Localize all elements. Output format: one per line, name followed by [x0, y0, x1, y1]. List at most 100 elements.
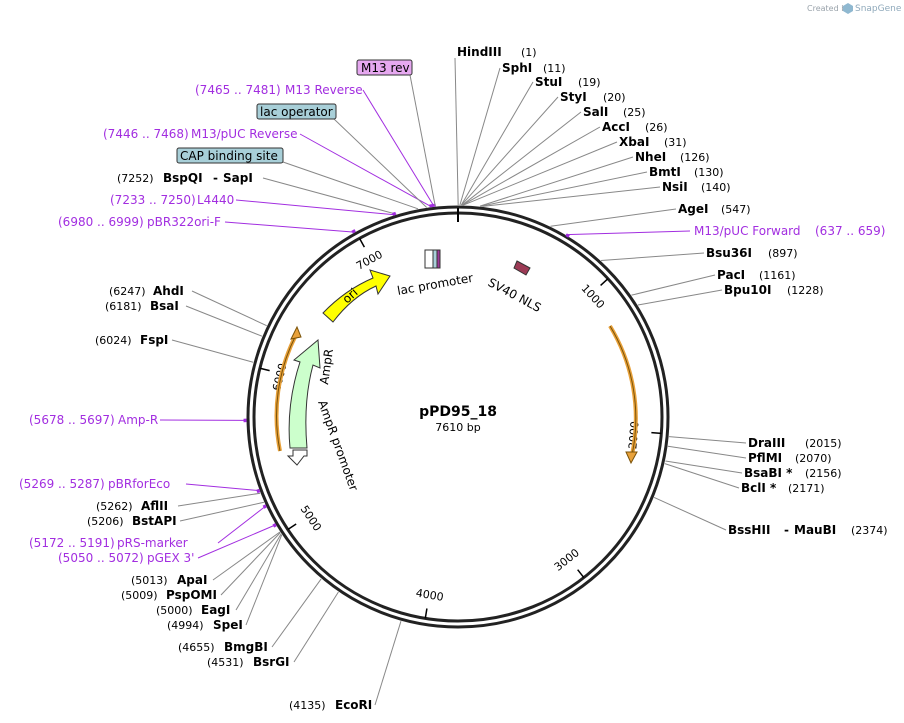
- enzyme-leader: [667, 445, 747, 459]
- lac-promoter-label: lac promoter: [396, 271, 474, 298]
- enzyme-label: (6024)FspI: [95, 333, 168, 347]
- enzyme-leader: [669, 436, 747, 444]
- enzyme-leader: [185, 305, 263, 337]
- enzyme-label: SphI (11): [502, 61, 566, 75]
- svg-text:(6247): (6247): [109, 285, 146, 298]
- svg-text:AflII: AflII: [141, 499, 168, 513]
- svg-text:(7446 .. 7468): (7446 .. 7468): [103, 127, 189, 141]
- tick-mark: [424, 608, 428, 619]
- svg-text:(2156): (2156): [805, 467, 842, 480]
- svg-text:(5262): (5262): [96, 500, 133, 513]
- tick-label: 1000: [579, 282, 608, 311]
- enzyme-leader: [212, 531, 281, 581]
- enzyme-label: StuI(19): [535, 75, 601, 89]
- enzyme-label: SalI(25): [583, 105, 646, 119]
- enzyme-leader: [665, 460, 743, 474]
- ampr-promoter-arrow: [286, 449, 308, 466]
- enzyme-label: (7252)BspQI-SapI: [117, 171, 253, 185]
- svg-text:(4655): (4655): [178, 641, 215, 654]
- svg-text:SphI: SphI: [502, 61, 532, 75]
- svg-text:L4440: L4440: [197, 193, 234, 207]
- svg-text:(140): (140): [701, 181, 731, 194]
- svg-text:BmtI: BmtI: [649, 165, 681, 179]
- svg-text:(5000): (5000): [156, 604, 193, 617]
- svg-text:(19): (19): [578, 76, 601, 89]
- ampr-promoter-label: AmpR promoter: [315, 398, 361, 492]
- svg-text:(5678 .. 5697): (5678 .. 5697): [29, 413, 115, 427]
- svg-text:pBR322ori-F: pBR322ori-F: [147, 215, 221, 229]
- orf-arrowhead-left: [290, 325, 302, 340]
- enzyme-leader: [637, 289, 723, 306]
- svg-text:PspOMI: PspOMI: [166, 588, 217, 602]
- enzyme-leader: [462, 126, 601, 206]
- primer-label: (7465 .. 7481)M13 Reverse: [195, 83, 363, 97]
- sv40-nls-marker: [513, 260, 531, 276]
- svg-text:(5269 .. 5287): (5269 .. 5287): [19, 477, 105, 491]
- orf-arc-right-edge: [609, 325, 637, 456]
- svg-text:(1161): (1161): [759, 269, 796, 282]
- enzyme-label: DraIII(2015): [748, 436, 842, 450]
- primer-leader: [299, 133, 432, 208]
- ampr-label: AmpR: [317, 348, 336, 385]
- enzyme-label: (6181)BsaI: [105, 299, 179, 313]
- svg-text:(897): (897): [768, 247, 798, 260]
- enzyme-leader: [631, 274, 716, 296]
- svg-text:SalI: SalI: [583, 105, 608, 119]
- svg-text:(6024): (6024): [95, 334, 132, 347]
- enzyme-leader: [461, 96, 559, 206]
- tick-mark: [259, 367, 270, 372]
- svg-text:AgeI: AgeI: [678, 202, 708, 216]
- sv40-nls-label: SV40 NLS: [486, 275, 544, 315]
- enzyme-leader: [459, 67, 501, 206]
- primer-leader: [185, 483, 260, 492]
- primer-mark: [272, 523, 277, 528]
- box-cap-binding-site-label: CAP binding site: [180, 149, 278, 163]
- primer-label: M13/pUC Forward(637 .. 659): [694, 224, 885, 238]
- enzyme-label: AccI(26): [602, 120, 668, 134]
- primer-label: (7446 .. 7468)M13/pUC Reverse: [103, 127, 298, 141]
- svg-text:BsaI: BsaI: [150, 299, 179, 313]
- enzyme-leader: [482, 186, 661, 207]
- primer-label: (5172 .. 5191)pRS-marker: [29, 536, 188, 550]
- primer-leader: [362, 89, 435, 207]
- svg-text:BssHII: BssHII: [728, 523, 770, 537]
- enzyme-label: BsaBI *(2156): [744, 466, 842, 480]
- svg-text:(637 .. 659): (637 .. 659): [815, 224, 885, 238]
- ori-arrow: [322, 269, 391, 323]
- tick-mark: [358, 237, 366, 248]
- enzyme-leader: [374, 621, 402, 706]
- tick-mark: [287, 523, 297, 531]
- svg-text:-: -: [784, 523, 789, 537]
- enzyme-leader: [653, 497, 727, 531]
- svg-text:pGEX 3': pGEX 3': [147, 551, 194, 565]
- enzyme-leader: [191, 290, 267, 327]
- svg-text:SapI: SapI: [223, 171, 253, 185]
- enzyme-label: StyI(20): [560, 90, 626, 104]
- leader-lines: [159, 57, 747, 706]
- box-lac-operator: lac operator: [256, 103, 337, 120]
- svg-text:pRS-marker: pRS-marker: [117, 536, 188, 550]
- credit-prefix: Created by: [807, 4, 851, 13]
- svg-text:StyI: StyI: [560, 90, 587, 104]
- enzyme-leader: [550, 208, 677, 227]
- svg-text:PacI: PacI: [717, 268, 745, 282]
- box-m13-rev: M13 rev: [356, 59, 413, 76]
- tick-mark: [577, 569, 585, 579]
- enzyme-leader: [601, 252, 705, 262]
- svg-text:BspQI: BspQI: [163, 171, 203, 185]
- svg-text:NsiI: NsiI: [662, 180, 688, 194]
- svg-text:(11): (11): [543, 62, 566, 75]
- svg-text:AhdI: AhdI: [153, 284, 184, 298]
- enzyme-leader: [235, 533, 282, 611]
- enzyme-leader: [454, 57, 459, 206]
- enzyme-label: Bsu36I(897): [706, 246, 798, 260]
- svg-text:SpeI: SpeI: [213, 618, 243, 632]
- svg-text:XbaI: XbaI: [619, 135, 649, 149]
- svg-text:(5013): (5013): [131, 574, 168, 587]
- enzyme-label: BmtI(130): [649, 165, 724, 179]
- enzyme-leader: [245, 534, 283, 626]
- svg-text:(126): (126): [680, 151, 710, 164]
- svg-text:ApaI: ApaI: [177, 573, 207, 587]
